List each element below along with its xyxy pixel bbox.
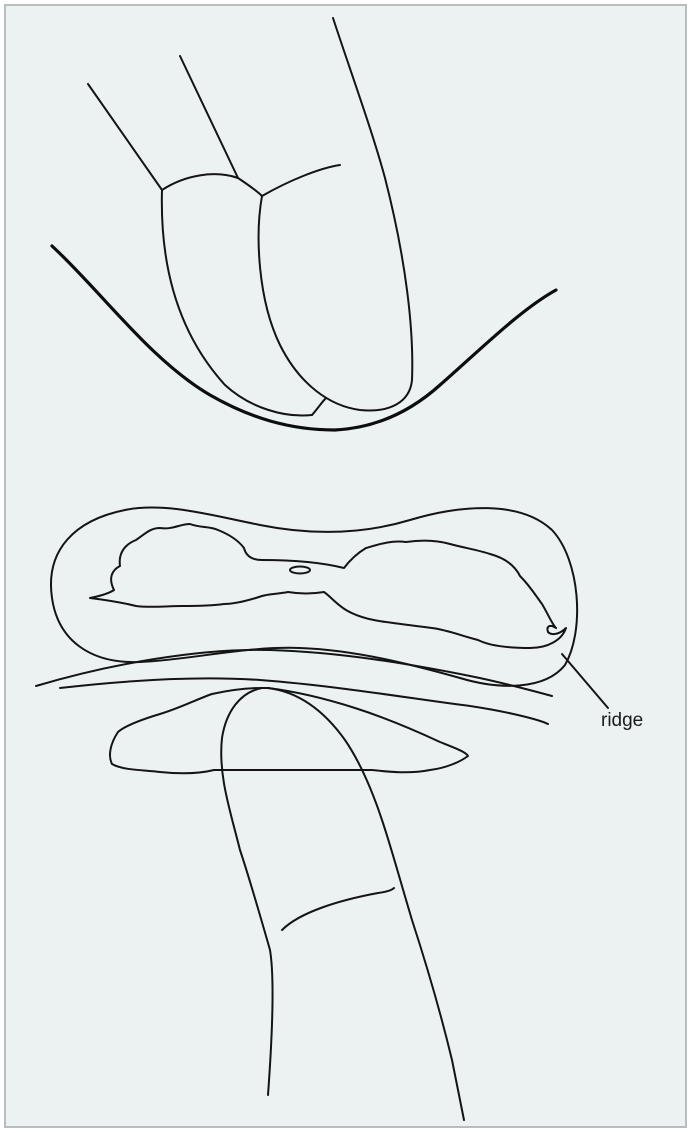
- finger-tip-overlap: [312, 398, 326, 415]
- outer-rim: [51, 508, 577, 686]
- lower-finger-left-edge: [221, 688, 272, 1095]
- upper-fingers: [88, 18, 412, 416]
- surface-curve: [52, 246, 556, 430]
- lower-finger-right-edge: [268, 688, 464, 1120]
- front-finger-left-edge: [238, 18, 412, 410]
- back-finger-crease: [162, 174, 238, 190]
- front-finger-crease: [262, 165, 340, 196]
- lower-finger-crease: [282, 888, 394, 930]
- cross-section: ridge: [36, 508, 643, 731]
- back-finger-outer-right: [180, 56, 238, 178]
- ridge-band-lower: [36, 650, 552, 696]
- center-hole: [290, 567, 310, 574]
- ridge-label: ridge: [601, 710, 643, 731]
- ridge-leader-line: [562, 654, 608, 708]
- flattened-pad: [110, 688, 468, 773]
- inner-cavity: [90, 524, 566, 648]
- back-finger-outer-left: [88, 84, 312, 416]
- lower-finger: [110, 688, 468, 1120]
